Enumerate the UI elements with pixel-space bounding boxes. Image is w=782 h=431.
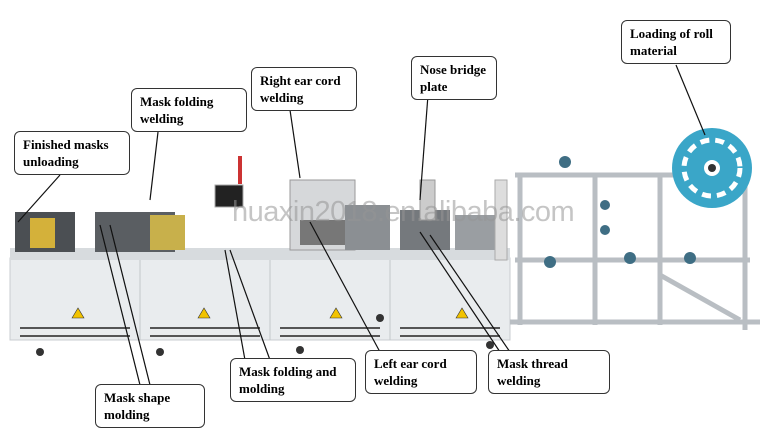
label-mask-thread-welding: Mask thread welding [488, 350, 610, 394]
watermark: huaxin2018.en.alibaba.com [232, 196, 575, 228]
roll-loading-frame [510, 172, 760, 330]
label-mask-folding-and-molding: Mask folding and molding [230, 358, 356, 402]
label-finished-masks-unloading: Finished masks unloading [14, 131, 130, 175]
label-nose-bridge-plate: Nose bridge plate [411, 56, 497, 100]
machine-body [9, 156, 511, 356]
material-roll [672, 128, 752, 208]
label-loading-of-roll-material: Loading of roll material [621, 20, 731, 64]
label-mask-shape-molding: Mask shape molding [95, 384, 205, 428]
label-left-ear-cord-welding: Left ear cord welding [365, 350, 477, 394]
label-right-ear-cord-welding: Right ear cord welding [251, 67, 357, 111]
label-mask-folding-welding: Mask folding welding [131, 88, 247, 132]
leader-lines [17, 64, 706, 386]
